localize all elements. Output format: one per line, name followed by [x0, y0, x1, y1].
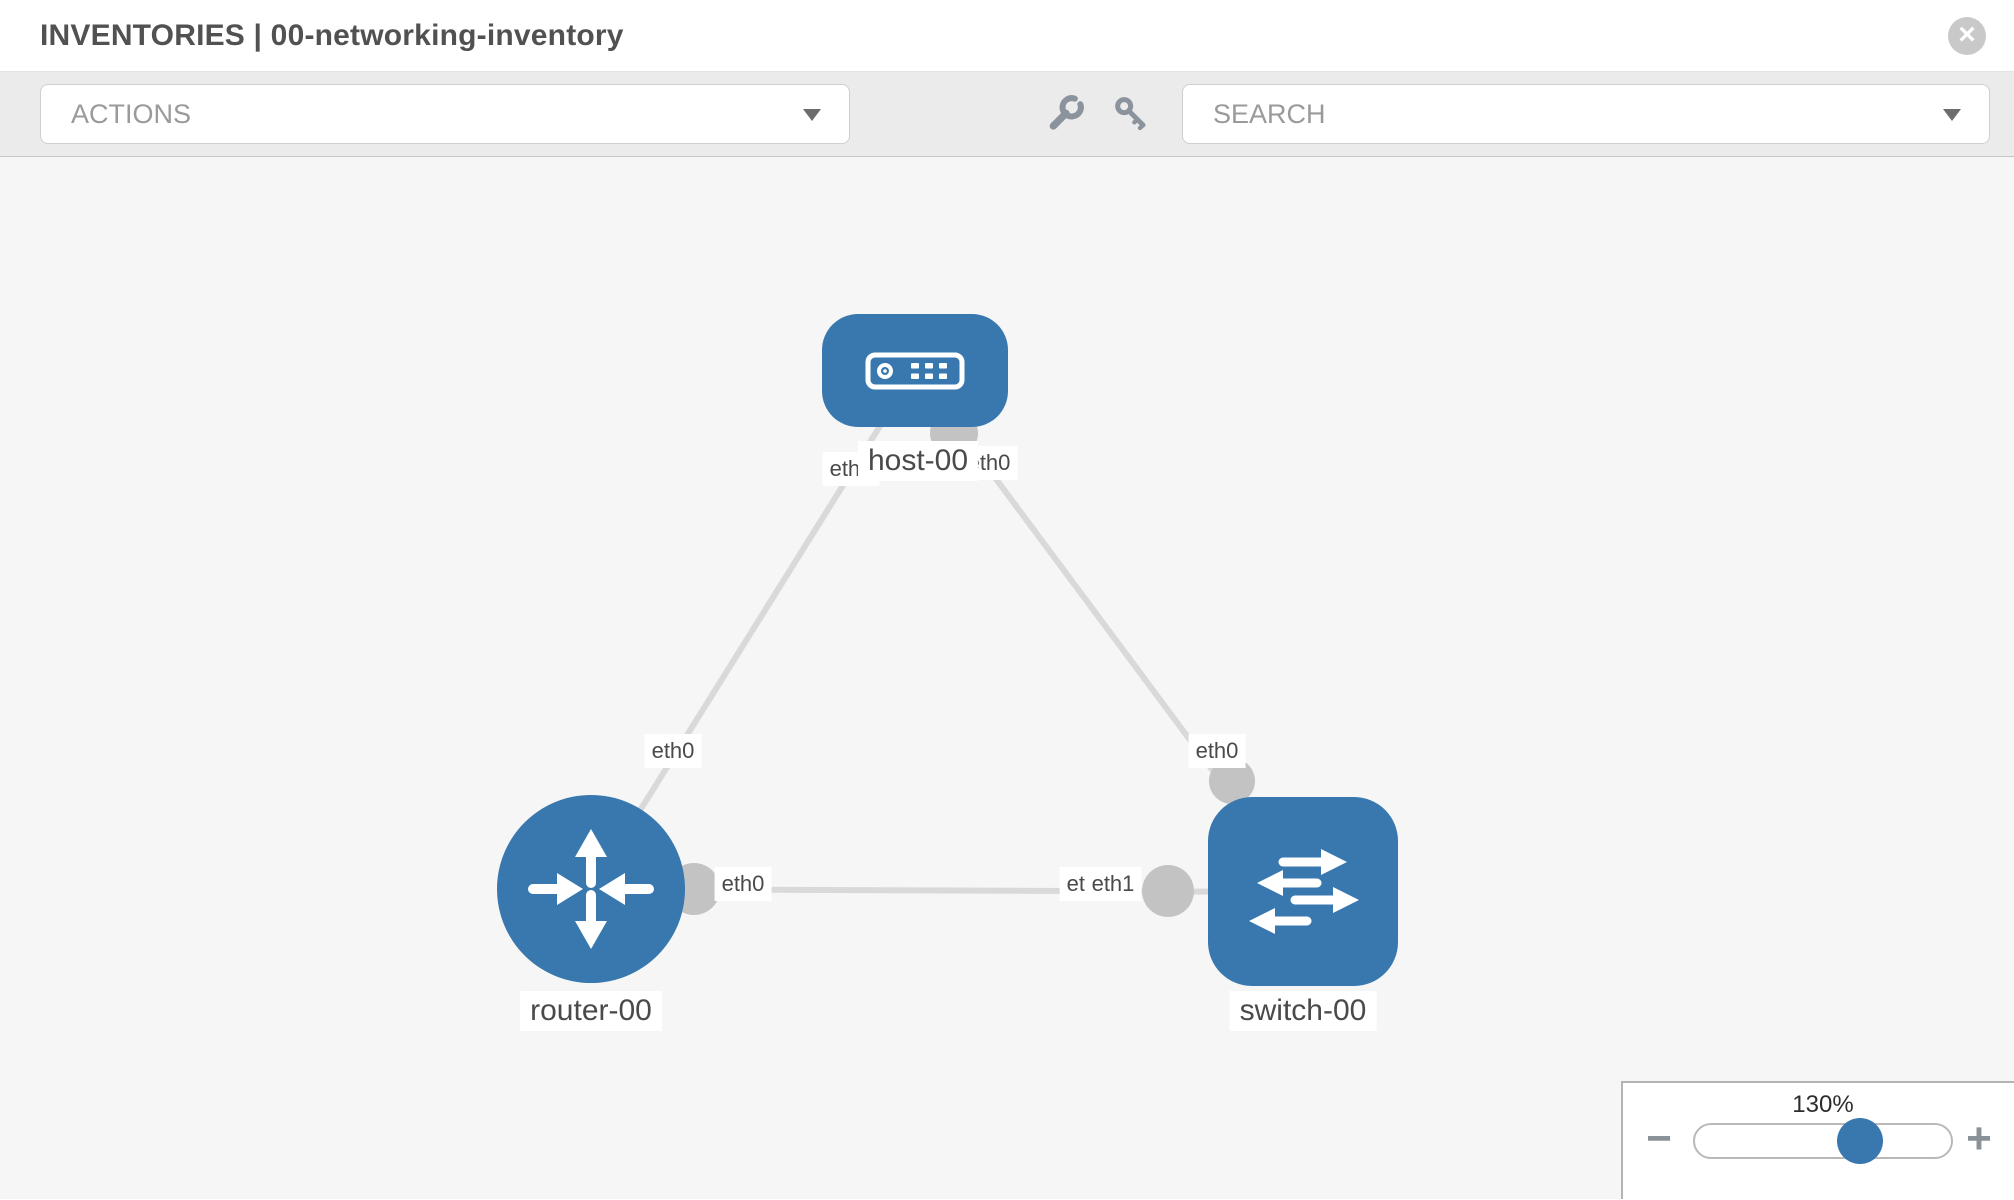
node-label-switch: switch-00 — [1229, 991, 1377, 1031]
if-label-router-eth0-up: eth0 — [644, 734, 702, 768]
header: INVENTORIES | 00-networking-inventory × — [0, 0, 2014, 72]
wrench-icon — [1049, 95, 1084, 130]
zoom-in-button[interactable]: + — [1959, 1117, 1999, 1161]
node-switch-00[interactable] — [1208, 797, 1398, 986]
actions-dropdown-label: ACTIONS — [71, 98, 192, 129]
minus-icon: − — [1646, 1114, 1672, 1163]
if-label-switch-eth0-up: eth0 — [1188, 734, 1246, 768]
zoom-level-value: 130% — [1792, 1091, 1854, 1118]
node-label-router: router-00 — [520, 991, 662, 1031]
if-label-router-eth0: eth0 — [714, 867, 772, 901]
port-switch-topleft[interactable] — [1209, 758, 1255, 804]
topology-svg — [588, 368, 1306, 917]
search-dropdown-label: SEARCH — [1213, 98, 1326, 129]
caret-down-icon — [1943, 109, 1961, 121]
if-label-switch-eth1: eth1 — [1084, 867, 1142, 901]
host-icon — [865, 352, 965, 389]
zoom-slider[interactable] — [1693, 1118, 1953, 1164]
page-title: INVENTORIES | 00-networking-inventory — [40, 18, 624, 52]
plus-icon: + — [1966, 1114, 1992, 1163]
zoom-slider-thumb[interactable] — [1837, 1118, 1883, 1164]
close-icon: × — [1958, 17, 1976, 51]
caret-down-icon — [803, 109, 821, 121]
zoom-panel: 130% − + — [1621, 1081, 2014, 1199]
zoom-out-button[interactable]: − — [1639, 1117, 1679, 1161]
toolbar: ACTIONS SEARCH — [0, 72, 2014, 157]
node-host-00[interactable] — [822, 314, 1008, 427]
actions-dropdown[interactable]: ACTIONS — [40, 84, 850, 144]
node-label-host: host-00 — [857, 441, 979, 481]
key-icon — [1115, 97, 1146, 131]
key-button[interactable] — [1112, 94, 1152, 134]
network-canvas[interactable]: host-00 router-00 switch-00 eth0 eth0 et… — [0, 157, 2014, 1199]
wrench-button[interactable] — [1045, 94, 1085, 134]
close-button[interactable]: × — [1948, 16, 1986, 55]
node-router-00[interactable] — [497, 795, 685, 983]
search-dropdown[interactable]: SEARCH — [1182, 84, 1990, 144]
switch-icon — [1249, 848, 1359, 934]
port-switch-left[interactable] — [1142, 865, 1194, 917]
router-icon — [528, 829, 654, 949]
